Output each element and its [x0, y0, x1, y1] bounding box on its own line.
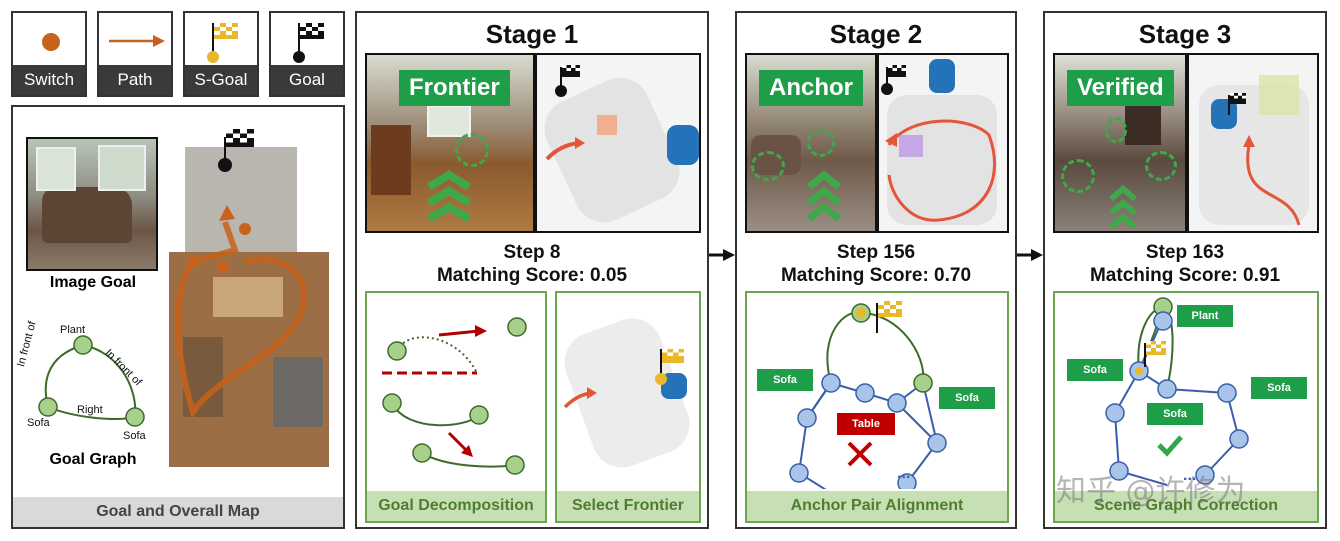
s-goal-flag-icon [655, 349, 684, 385]
anchor-tag: Anchor [759, 70, 863, 106]
graph-node-sofa: Sofa [123, 430, 146, 442]
anchor-pair-alignment-panel: Sofa Sofa Table ... Anchor Pair Alignmen… [745, 291, 1009, 523]
overall-path [175, 129, 307, 419]
graph-ellipsis: ... [897, 465, 911, 482]
graph-edge-right: Right [77, 404, 103, 416]
verified-tag: Verified [1067, 70, 1174, 106]
stage-2-map [877, 53, 1009, 233]
image-goal-photo [26, 137, 158, 271]
legend-label: S-Goal [185, 65, 257, 95]
stage-2-panel: Stage 2 Anchor Step 156 Matching Score: … [735, 11, 1017, 529]
goal-flag-icon [293, 23, 324, 63]
stage-1-panel: Stage 1 Frontier Step 8 Matching Score: … [355, 11, 709, 529]
image-goal-label: Image Goal [49, 274, 137, 291]
graph-label-sofa: Sofa [939, 387, 995, 409]
graph-label-sofa: Sofa [1251, 377, 1307, 399]
overall-floor-map [163, 127, 333, 472]
stage-title: Stage 1 [485, 19, 579, 49]
step-text: Step 8 [503, 242, 561, 263]
watermark: 知乎 @许修为 [1056, 474, 1246, 509]
stage-3-map [1187, 53, 1319, 233]
legend-path: Path [97, 11, 173, 97]
s-goal-flag-icon [207, 23, 238, 63]
stage-1-map [535, 53, 701, 233]
matching-score: Matching Score: 0.91 [1089, 265, 1281, 286]
goal-decomposition-panel: Goal Decomposition [365, 291, 547, 523]
graph-label-sofa: Sofa [757, 369, 813, 391]
legend-switch: Switch [11, 11, 87, 97]
panel-label: Goal Decomposition [367, 491, 545, 521]
graph-node-plant: Plant [60, 324, 86, 336]
select-frontier-panel: Select Frontier [555, 291, 701, 523]
graph-ellipsis: ... [1183, 467, 1197, 484]
goal-decomposition-graph [382, 317, 527, 475]
legend-s-goal: S-Goal [183, 11, 259, 97]
switch-dot-icon [42, 33, 60, 51]
anchor-graph [789, 301, 947, 489]
goal-overall-map-panel: Image Goal Plant Sofa Sofa In front of I… [11, 105, 345, 529]
matching-score: Matching Score: 0.70 [780, 265, 972, 286]
frontier-tag: Frontier [399, 70, 510, 106]
scene-graph-correction-panel: Plant Sofa Sofa Sofa ... Scene Graph Cor… [1053, 291, 1319, 523]
goal-panel-footer: Goal and Overall Map [13, 497, 343, 527]
legend-label: Switch [13, 65, 85, 95]
step-text: Step 156 [836, 242, 916, 263]
graph-node-sofa: Sofa [27, 417, 50, 429]
stage-3-panel: Stage 3 Verified Step 163 Matching Score… [1043, 11, 1327, 529]
stage-transition-arrow [1017, 249, 1043, 261]
goal-graph [38, 335, 145, 427]
graph-label-table: Table [837, 413, 895, 435]
legend-label: Path [99, 65, 171, 95]
scene-graph [1105, 297, 1249, 486]
path-arrow-icon [109, 35, 165, 47]
panel-label: Select Frontier [557, 491, 699, 521]
graph-label-sofa: Sofa [1147, 403, 1203, 425]
stage-transition-arrow [709, 249, 735, 261]
panel-label: Anchor Pair Alignment [747, 491, 1007, 521]
step-text: Step 163 [1145, 242, 1225, 263]
legend-goal: Goal [269, 11, 345, 97]
panel-label: Scene Graph Correction [1055, 491, 1317, 521]
graph-label-sofa: Sofa [1067, 359, 1123, 381]
matching-score: Matching Score: 0.05 [436, 265, 628, 286]
legend-label: Goal [271, 65, 343, 95]
stage-title: Stage 3 [1138, 19, 1232, 49]
graph-label-plant: Plant [1177, 305, 1233, 327]
stage-title: Stage 2 [829, 19, 923, 49]
goal-graph-label: Goal Graph [49, 451, 137, 468]
